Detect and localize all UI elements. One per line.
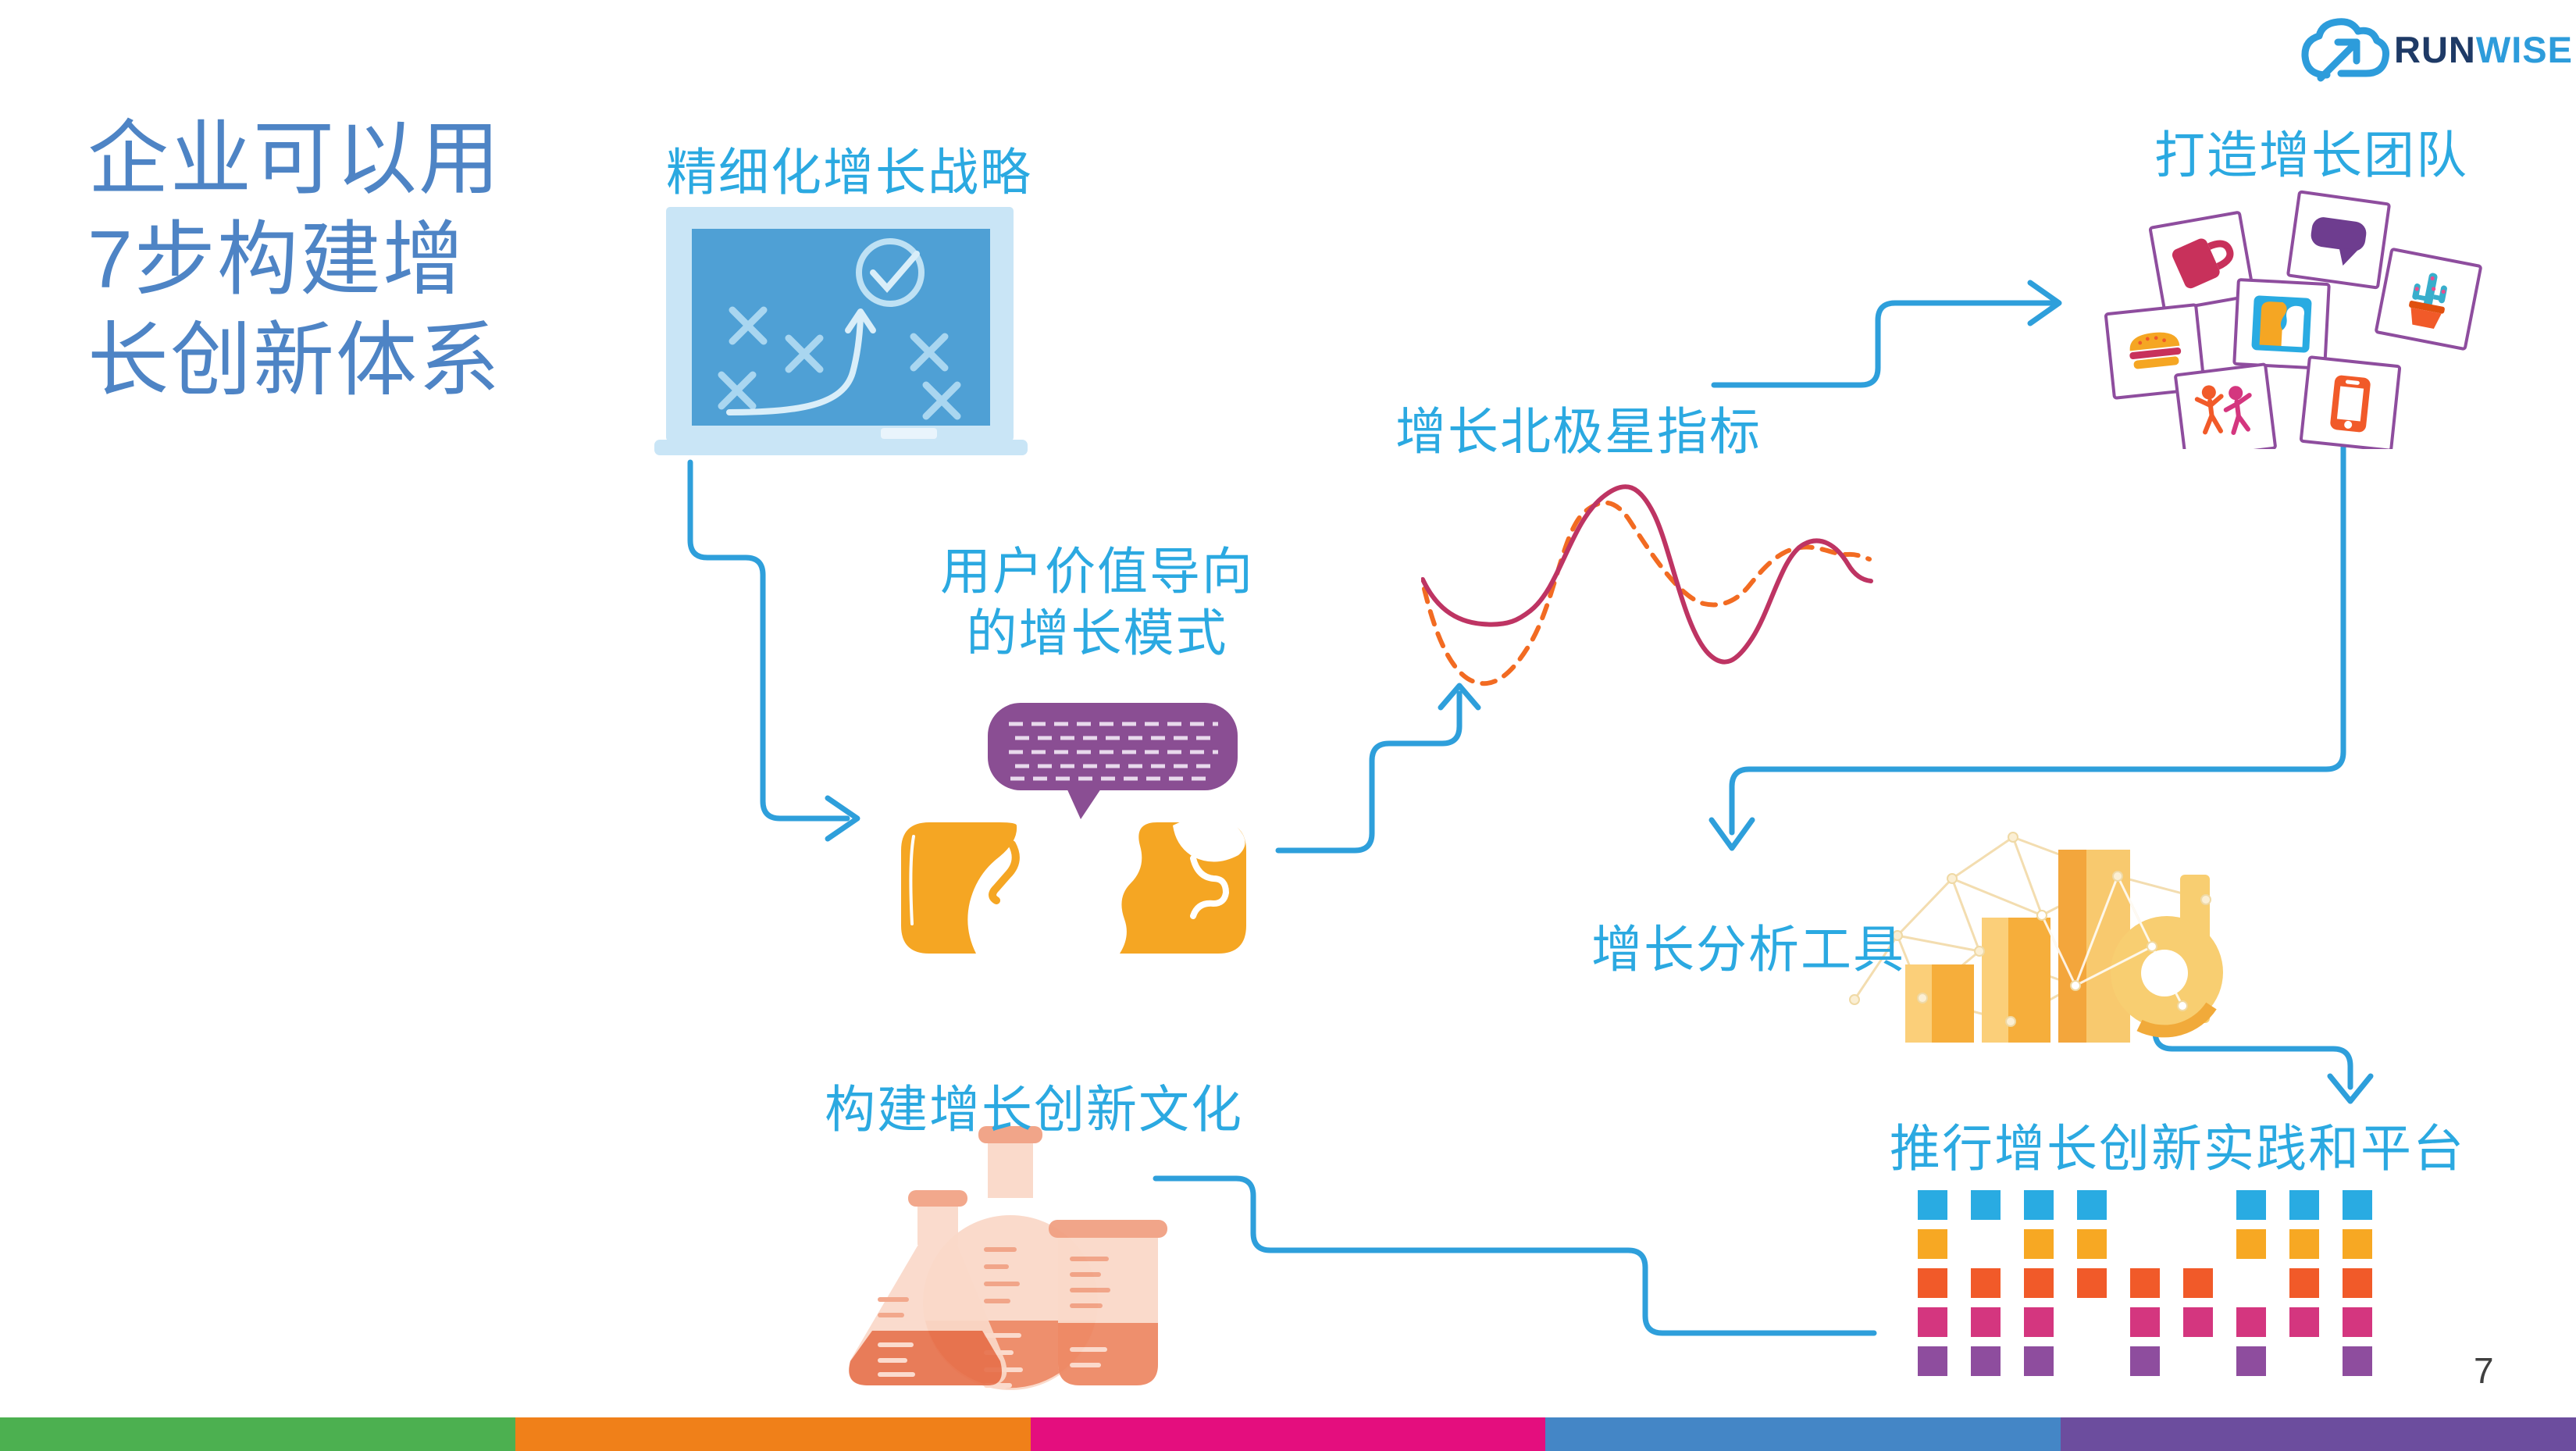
pixel-square [2289, 1307, 2319, 1337]
logo-wise: WISE [2475, 29, 2573, 70]
pixel-square [2343, 1229, 2372, 1259]
footer-bar-segment [1545, 1417, 2061, 1451]
pixel-square [2024, 1190, 2054, 1220]
pixel-square [1971, 1268, 2001, 1298]
step-label-team: 打造增长团队 [2154, 127, 2468, 184]
north-star-chart [1421, 484, 1873, 686]
value-model-line-2: 的增长模式 [966, 604, 1228, 662]
pixel-square [2343, 1307, 2372, 1337]
pixel-square [1918, 1346, 1947, 1376]
pixel-square [2077, 1229, 2107, 1259]
pixel-square [1971, 1190, 2001, 1220]
pixel-square [2024, 1268, 2054, 1298]
pixel-square [1971, 1307, 2001, 1337]
pixel-square [2183, 1307, 2213, 1337]
cloud-arrow-icon [2301, 18, 2389, 82]
platform-pixel-grid [1918, 1190, 2402, 1378]
strategy-blackboard-icon [654, 207, 1028, 455]
pixel-square [2236, 1346, 2266, 1376]
title-line-1: 企业可以用 [87, 114, 502, 205]
pixel-square [2289, 1190, 2319, 1220]
team-cards-icon [2104, 190, 2482, 449]
pixel-square [2183, 1268, 2213, 1298]
pixel-square [2077, 1268, 2107, 1298]
logo-wordmark: RUNWISE [2394, 28, 2573, 71]
title-line-2: 7步构建增 [87, 214, 465, 305]
analytics-bars-icon [1849, 832, 2223, 1043]
pixel-square [2130, 1346, 2160, 1376]
pixel-square [2130, 1268, 2160, 1298]
pixel-square [2024, 1346, 2054, 1376]
pixel-square [2236, 1307, 2266, 1337]
title-line-3: 长创新体系 [87, 315, 502, 406]
card-cactus [2375, 248, 2482, 351]
slide-title: 企业可以用 7步构建增 长创新体系 [87, 109, 572, 412]
card-mug [2148, 211, 2256, 312]
value-model-line-1: 用户价值导向 [939, 543, 1254, 600]
step-label-strategy: 精细化增长战略 [665, 144, 1032, 201]
step-label-platform: 推行增长创新实践和平台 [1890, 1120, 2466, 1177]
pixel-square [1918, 1268, 1947, 1298]
pixel-square [1918, 1190, 1947, 1220]
footer-bar-segment [2061, 1417, 2576, 1451]
pixel-square [1971, 1346, 2001, 1376]
footer-bar-segment [1030, 1417, 1546, 1451]
card-bubble [2286, 190, 2391, 290]
card-phone [2299, 355, 2402, 449]
page-number: 7 [2474, 1350, 2494, 1391]
pixel-square [2024, 1229, 2054, 1259]
step-label-value-model: 用户价值导向 的增长模式 [898, 540, 1296, 665]
pixel-square [2343, 1346, 2372, 1376]
pixel-square [1918, 1229, 1947, 1259]
pixel-square [2024, 1307, 2054, 1337]
step-label-north-star: 增长北极星指标 [1395, 403, 1762, 460]
pixel-square [2343, 1268, 2372, 1298]
pixel-square [2077, 1190, 2107, 1220]
pixel-square [2236, 1190, 2266, 1220]
footer-bar-segment [515, 1417, 1031, 1451]
pixel-square [2289, 1268, 2319, 1298]
card-people [2174, 362, 2277, 449]
step-label-culture: 构建增长创新文化 [825, 1081, 1244, 1138]
logo-run: RUN [2394, 29, 2476, 70]
culture-flasks-icon [848, 1126, 1167, 1390]
footer-bar-segment [0, 1417, 515, 1451]
pixel-square [2130, 1307, 2160, 1337]
footer-color-bar [0, 1417, 2576, 1451]
pixel-square [2289, 1229, 2319, 1259]
value-model-faces-icon [901, 703, 1246, 954]
runwise-logo: RUNWISE [2294, 14, 2572, 86]
pixel-square [2343, 1190, 2372, 1220]
pixel-square [2236, 1229, 2266, 1259]
pixel-square [1918, 1307, 1947, 1337]
card-faces [2232, 278, 2331, 370]
step-label-analytics: 增长分析工具 [1591, 921, 1906, 978]
